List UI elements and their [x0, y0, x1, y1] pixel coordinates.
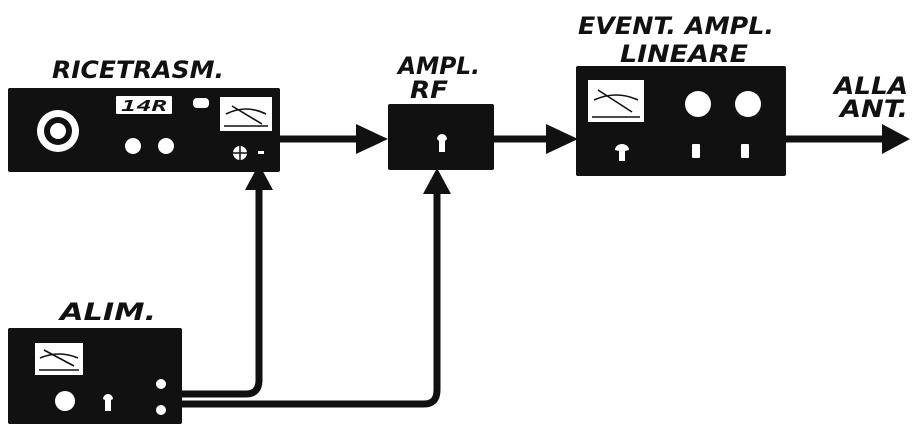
- transceiver-knob-2-icon: [158, 138, 174, 154]
- power-supply-terminal-1-icon: [156, 379, 166, 389]
- rf-amp-label-line2: RF: [410, 76, 449, 104]
- power-supply-terminal-2-icon: [156, 405, 166, 415]
- linear-amp-indicator-2-icon: [741, 144, 749, 158]
- antenna-label-line2: ANT.: [838, 95, 908, 123]
- arrowhead-transceiver-power: [245, 164, 273, 190]
- transceiver-connector-tab-icon: [258, 151, 264, 154]
- transceiver-meter-needle-icon: [231, 105, 263, 125]
- rf-amp-unit: [388, 104, 494, 170]
- tuning-knob-hub-icon: [50, 123, 66, 139]
- transceiver-unit: 14R: [8, 88, 280, 172]
- wire-power-to-transceiver: [182, 188, 263, 398]
- arrowhead-rf-amp-power: [423, 168, 451, 194]
- linear-amp-label-line1: EVENT. AMPL.: [578, 12, 774, 40]
- transceiver-label: RICETRASM.: [52, 56, 224, 84]
- linear-amp-meter-scale-icon: [593, 94, 639, 101]
- linear-amp-indicator-1-icon: [692, 144, 700, 158]
- arrowhead-antenna: [882, 124, 910, 154]
- power-supply-meter-needle-icon: [43, 349, 75, 367]
- indicator-lamp-icon: [193, 98, 209, 108]
- arrowhead-linear-amp-input: [546, 124, 578, 154]
- linear-amp-switch-icon: [615, 144, 629, 161]
- rf-amp-label-line1: AMPL.: [396, 52, 480, 80]
- rf-amp-switch-icon: [437, 134, 447, 152]
- power-supply-meter-scale-icon: [39, 353, 79, 359]
- power-supply-unit: [8, 328, 182, 424]
- antenna-label-line1: ALLA: [832, 72, 908, 100]
- power-supply-switch-icon: [103, 394, 113, 411]
- frequency-display: [116, 96, 172, 114]
- power-supply-label: ALIM.: [57, 298, 156, 326]
- arrowhead-rf-amp-input: [356, 124, 388, 154]
- power-supply-knob-icon: [55, 391, 75, 411]
- frequency-display-text: 14R: [121, 97, 167, 115]
- linear-amp-unit: [576, 66, 786, 176]
- linear-amp-knob-2-icon: [735, 91, 761, 117]
- linear-amp-label-line2: LINEARE: [620, 40, 749, 68]
- transceiver-meter-scale-icon: [225, 108, 267, 115]
- linear-amp-knob-1-icon: [685, 91, 711, 117]
- linear-amp-meter-needle-icon: [597, 89, 633, 113]
- transceiver-knob-1-icon: [125, 138, 141, 154]
- power-supply-box: [8, 328, 182, 424]
- transceiver-box: [8, 88, 280, 172]
- wire-power-to-rf-amp: [182, 192, 441, 408]
